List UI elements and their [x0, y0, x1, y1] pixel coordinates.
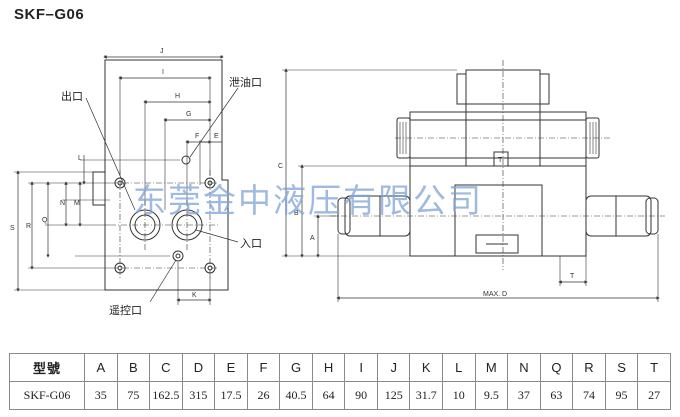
value-cell-Q: 63	[539, 381, 574, 410]
header-col-C: C	[149, 353, 183, 382]
dim-F: F	[195, 133, 199, 140]
remote-port-label: 遥控口	[109, 303, 142, 317]
dim-B: B	[294, 210, 299, 217]
value-cell-N: 37	[507, 381, 541, 410]
value-cell-G: 40.5	[279, 381, 313, 410]
value-cell-H: 64	[311, 381, 346, 410]
value-cell-R: 74	[572, 381, 606, 410]
value-cell-T: 27	[637, 381, 671, 410]
header-col-F: F	[246, 353, 281, 382]
header-col-G: G	[279, 353, 313, 382]
dim-S: S	[10, 225, 15, 232]
front-view	[14, 55, 239, 305]
outlet-label: 出口	[61, 89, 83, 103]
value-cell-F: 26	[246, 381, 281, 410]
value-cell-M: 9.5	[474, 381, 509, 410]
value-cell-S: 95	[604, 381, 639, 410]
header-col-E: E	[214, 353, 248, 382]
header-col-R: R	[572, 353, 606, 382]
dim-T: T	[570, 273, 575, 280]
t-box-label: T	[498, 157, 503, 164]
dim-A: A	[310, 235, 315, 242]
header-model: 型號	[9, 353, 85, 382]
header-col-H: H	[311, 353, 346, 382]
dim-I: I	[162, 69, 164, 76]
company-watermark: 东莞金中液压有限公司	[133, 181, 483, 220]
header-col-L: L	[442, 353, 476, 382]
dim-C: C	[278, 163, 283, 170]
side-view	[282, 60, 665, 302]
value-cell-E: 17.5	[214, 381, 248, 410]
header-col-J: J	[376, 353, 411, 382]
header-col-B: B	[116, 353, 151, 382]
dim-G: G	[186, 111, 191, 118]
header-col-I: I	[344, 353, 378, 382]
value-cell-L: 10	[442, 381, 476, 410]
dim-N: N	[60, 200, 65, 207]
dim-R: R	[26, 223, 31, 230]
dim-J: J	[160, 48, 164, 55]
dim-E: E	[214, 133, 219, 140]
header-col-K: K	[409, 353, 444, 382]
header-col-Q: Q	[539, 353, 574, 382]
header-col-N: N	[507, 353, 541, 382]
technical-drawing: J I H G F E L N M Q R S K 出口 泄油口 入口 遥控口	[10, 48, 665, 317]
header-col-M: M	[474, 353, 509, 382]
header-col-D: D	[181, 353, 216, 382]
header-col-A: A	[84, 353, 118, 382]
drawing-title: SKF–G06	[14, 6, 85, 23]
dim-K: K	[192, 292, 197, 299]
dim-L: L	[78, 155, 82, 162]
model-cell: SKF-G06	[9, 381, 85, 410]
value-cell-A: 35	[84, 381, 118, 410]
value-cell-J: 125	[376, 381, 411, 410]
value-cell-D: 315	[181, 381, 216, 410]
value-cell-I: 90	[344, 381, 378, 410]
dim-Q: Q	[42, 217, 48, 224]
inlet-label: 入口	[240, 237, 262, 250]
max-d-label: MAX. D	[483, 291, 507, 298]
value-cell-K: 31.7	[409, 381, 444, 410]
dim-H: H	[175, 93, 180, 100]
header-col-S: S	[604, 353, 639, 382]
header-col-T: T	[637, 353, 671, 382]
drain-label: 泄油口	[229, 75, 262, 89]
value-cell-B: 75	[116, 381, 151, 410]
dim-M: M	[74, 200, 80, 207]
value-cell-C: 162.5	[149, 381, 183, 410]
